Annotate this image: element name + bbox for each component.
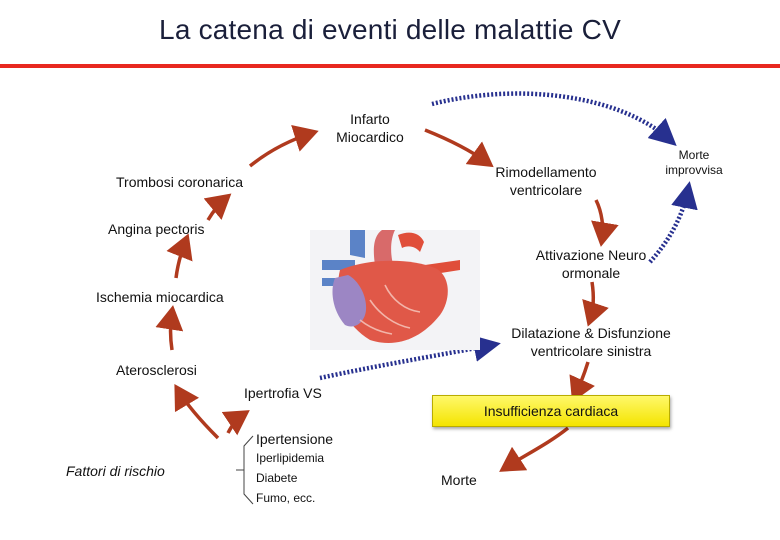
node-infarto-line-2: Miocardico (336, 129, 404, 145)
node-rimodellamento-line-1: Rimodellamento (495, 164, 597, 180)
node-ischemia-miocardica: Ischemia miocardica (96, 289, 224, 305)
arrow-fattori-aterosclerosi (174, 383, 220, 440)
node-attivazione-line-1: Attivazione Neuro (535, 247, 647, 263)
node-attivazione-line-2: ormonale (561, 265, 621, 281)
node-rimodellamento: Rimodellamento ventricolare (482, 163, 610, 199)
arrow-infarto-rimodellamento (424, 128, 494, 168)
node-dilatazione-line-2: ventricolare sinistra (530, 343, 652, 359)
dotted-arrow-ipertrofia-dilatazione (319, 335, 501, 381)
node-aterosclerosi: Aterosclerosi (116, 362, 197, 378)
node-attivazione-neuro-ormonale: Attivazione Neuro ormonale (520, 246, 662, 282)
arrow-rimodellamento-attivazione (591, 199, 619, 247)
risk-factors-bracket (236, 435, 254, 505)
node-rimodellamento-line-2: ventricolare (509, 182, 583, 198)
dotted-arrow-infarto-morte (431, 91, 677, 147)
node-morte-improvvisa-line-1: Morte (678, 148, 710, 162)
arrow-ischemia-angina (166, 233, 193, 279)
arrow-insufficienza-morte (499, 426, 570, 472)
node-dilatazione-line-1: Dilatazione & Disfunzione (511, 325, 671, 341)
node-ipertrofia-vs: Ipertrofia VS (244, 385, 322, 401)
node-fattori-di-rischio: Fattori di rischio (66, 463, 165, 479)
node-morte-improvvisa-line-2: improvvisa (665, 163, 723, 177)
risk-factor-iperlipidemia: Iperlipidemia (256, 451, 325, 465)
risk-factor-ipertensione: Ipertensione (256, 431, 334, 447)
node-insufficienza-cardiaca: Insufficienza cardiaca (432, 395, 670, 427)
risk-factor-fumo: Fumo, ecc. (256, 491, 316, 505)
node-trombosi-coronarica: Trombosi coronarica (116, 174, 244, 190)
page-title: La catena di eventi delle malattie CV (159, 14, 621, 45)
node-infarto-line-1: Infarto (350, 111, 390, 127)
risk-factor-diabete: Diabete (256, 471, 298, 485)
arrow-trombosi-infarto (248, 124, 319, 168)
heart-icon (310, 230, 480, 350)
node-morte-improvvisa: Morte improvvisa (652, 148, 736, 178)
arrow-fattori-ipertrofia (221, 410, 250, 436)
node-infarto-miocardico: Infarto Miocardico (330, 110, 410, 146)
node-angina-pectoris: Angina pectoris (108, 221, 205, 237)
node-morte: Morte (441, 472, 477, 488)
arrow-attivazione-dilatazione (582, 281, 609, 327)
arrow-angina-trombosi (203, 193, 232, 221)
arrow-dilatazione-insufficienza (569, 361, 595, 403)
dotted-arrow-attivazione-morte (648, 181, 698, 264)
title-rule (0, 64, 780, 68)
node-dilatazione-disfunzione: Dilatazione & Disfunzione ventricolare s… (488, 324, 694, 360)
node-insufficienza-label: Insufficienza cardiaca (483, 403, 619, 419)
arrow-aterosclerosi-ischemia (155, 305, 184, 351)
